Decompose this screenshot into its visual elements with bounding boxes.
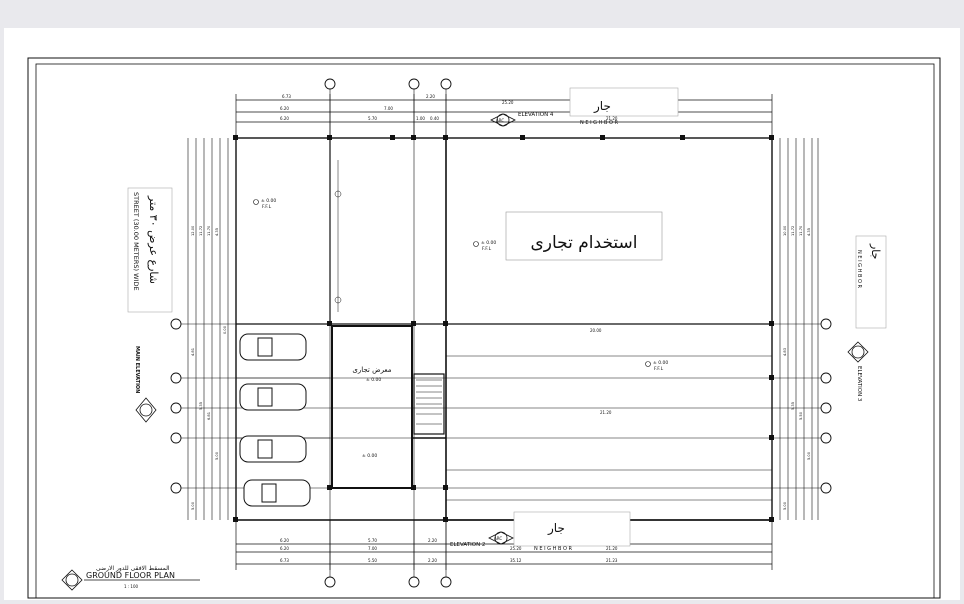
ffl-1: F.F.L	[262, 204, 272, 210]
dim-top-3d: 0.40	[430, 116, 439, 121]
neighbor-top-box	[569, 87, 679, 117]
dim-bot-1a: 6.20	[280, 538, 289, 543]
car-icon	[239, 333, 311, 507]
dim-right-4: 4.35	[807, 228, 811, 236]
hall-span-dim: 21.20	[600, 410, 612, 415]
dim-top-2c: 25.20	[502, 100, 514, 105]
street-label-ar: شارع عرض ٣٠ متر	[147, 195, 160, 284]
dim-bot-2a: 6.20	[280, 546, 289, 551]
dim-left-5: 4.81	[191, 348, 195, 356]
neighbor-right-en: N E I G H B O R	[856, 250, 862, 288]
inner-frame	[35, 63, 935, 599]
elevation-3-label: ELEVATION 3	[856, 366, 862, 402]
dim-bot-1b: 5.70	[368, 538, 377, 543]
commercial-use-box	[505, 211, 663, 261]
center-span-dim: 20.00	[590, 328, 602, 333]
structural-columns	[233, 135, 774, 522]
stair-treads	[416, 379, 442, 425]
dim-bot-2c: 25.20	[510, 546, 522, 551]
dim-right-1: 10.00	[783, 225, 787, 236]
neighbor-top-label: جار	[593, 99, 611, 114]
street-label-en: STREET (30.00 METERS) WIDE	[132, 192, 140, 291]
showroom-label: معرض تجارى	[352, 366, 391, 374]
stair-core	[413, 373, 445, 435]
top-dimension-lines	[235, 94, 773, 138]
dim-bot-3c: 2.20	[428, 558, 437, 563]
neighbor-right-box	[855, 235, 887, 329]
ffl-2: F.F.L	[482, 246, 492, 252]
neighbor-right-label: جار	[869, 243, 882, 259]
paper	[4, 28, 960, 600]
dim-right-6: 5.35	[791, 402, 795, 410]
vertical-dimension-text: 12.00 11.72 11.70 4.35 4.81 5.35 6.81 5.…	[191, 225, 811, 510]
dim-right-5: 4.83	[783, 348, 787, 356]
dim-right-8: 5.00	[807, 451, 811, 460]
level-marks: ± 0.00 F.F.L ± 0.00 F.F.L ± 0.00 F.F.L ±…	[253, 198, 668, 459]
street-box	[127, 187, 173, 313]
neighbor-bottom-box	[513, 511, 631, 547]
neighbor-bottom-en: N E I G H B O R	[534, 546, 572, 552]
dim-top-3e: 21.20	[606, 116, 618, 121]
main-elevation-label: MAIN ELEVATION	[134, 346, 140, 393]
dim-top-2a: 6.20	[280, 106, 289, 111]
plan-scale: 1 : 100	[124, 584, 139, 589]
dim-left-10: 0.00	[223, 325, 227, 334]
dim-left-7: 6.81	[207, 412, 211, 420]
dim-bot-3b: 5.50	[368, 558, 377, 563]
neighbor-bottom-label: جار	[547, 521, 565, 536]
level-mark-1: ± 0.00	[261, 198, 276, 204]
dim-top-1a: 6.73	[282, 94, 291, 99]
dim-bot-2d: 21.20	[606, 546, 618, 551]
right-dimension-rails	[779, 138, 819, 520]
level-mark-4: ± 0.00	[366, 377, 381, 383]
grid-bubble-icon	[170, 78, 832, 588]
dim-top-3c: 1.00	[416, 116, 425, 121]
dim-bot-3e: 21.23	[606, 558, 618, 563]
building-walls	[235, 137, 773, 521]
dim-bot-3d: 35.12	[510, 558, 522, 563]
dim-left-1: 12.00	[191, 225, 195, 236]
bottom-dimension-text: 6.20 5.70 2.20 21.20 6.20 7.00 25.20 21.…	[280, 538, 618, 563]
commercial-use-label: استخدام تجارى	[530, 233, 637, 253]
dim-bot-1c: 2.20	[428, 538, 437, 543]
dim-top-3a: 6.20	[280, 116, 289, 121]
dim-left-4: 4.35	[215, 228, 219, 236]
dim-top-3b: 5.70	[368, 116, 377, 121]
dim-top-2b: 7.00	[384, 106, 393, 111]
dim-bot-2b: 7.00	[368, 546, 377, 551]
dim-right-3: 11.70	[799, 225, 803, 236]
dim-top-1b: 2.20	[426, 94, 435, 99]
level-mark-2: ± 0.00	[481, 240, 496, 246]
inner-vertical-dims	[334, 160, 342, 312]
dim-right-9: 5.00	[783, 501, 787, 510]
dim-right-7: 5.50	[799, 411, 803, 420]
dim-left-8: 5.00	[215, 451, 219, 460]
arc-tag: ARC	[496, 118, 504, 123]
level-mark-5: ± 0.00	[362, 453, 377, 459]
section-marker-icon	[135, 113, 869, 545]
hall-lines	[446, 355, 772, 501]
elevation-2-label: ELEVATION 2	[450, 542, 485, 548]
title-block: المسقط الافقى للدور الارضى GROUND FLOOR …	[61, 565, 200, 591]
dim-left-2: 11.72	[199, 226, 203, 236]
dim-left-9: 5.00	[191, 501, 195, 510]
level-mark-3: ± 0.00	[653, 360, 668, 366]
arc-tag: ARC	[494, 536, 502, 541]
ffl-3: F.F.L	[654, 366, 664, 372]
dim-left-6: 5.35	[199, 402, 203, 410]
left-dimension-rails	[187, 138, 229, 520]
neighbor-top-en: N E I G H B O R	[580, 120, 618, 126]
dim-left-3: 11.70	[207, 225, 211, 236]
plan-title: GROUND FLOOR PLAN	[86, 571, 175, 580]
plan-title-ar: المسقط الافقى للدور الارضى	[96, 565, 170, 572]
elevation-4-label: ELEVATION 4	[518, 112, 554, 118]
dim-right-2: 11.72	[791, 226, 795, 236]
dim-bot-3a: 6.73	[280, 558, 289, 563]
bottom-dimension-lines	[235, 520, 773, 570]
showroom-room	[331, 325, 413, 489]
